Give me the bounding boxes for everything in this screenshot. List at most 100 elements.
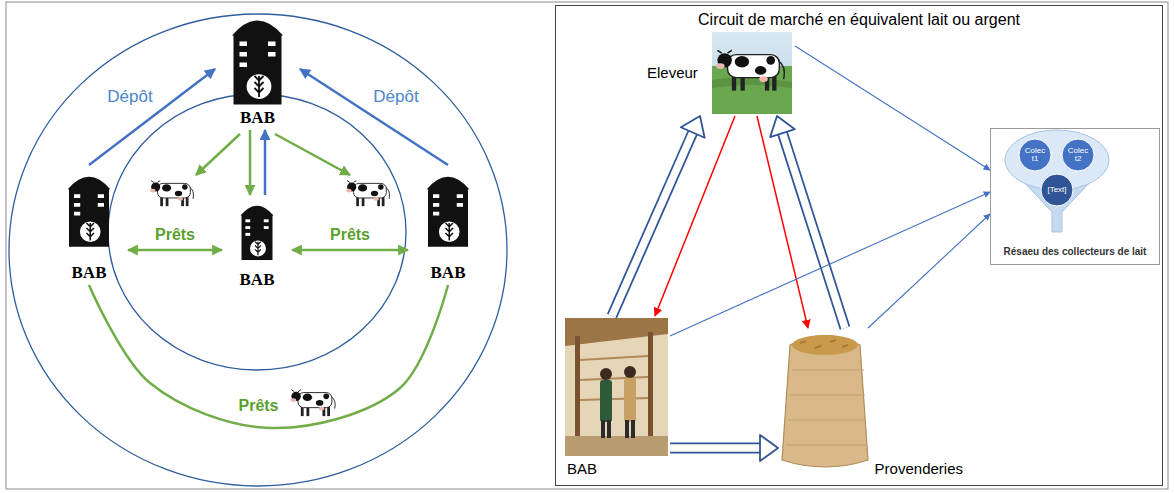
node-text: BAB (567, 460, 597, 478)
connector (265, 130, 266, 195)
hollow-arrow-fill (670, 444, 762, 452)
person (631, 420, 635, 438)
connector-line (655, 116, 735, 316)
collector-circle-shape (1041, 174, 1073, 206)
hollow-arrow-fill (612, 131, 693, 316)
connector (670, 192, 990, 336)
person (625, 420, 629, 438)
connector-line (128, 249, 222, 252)
edge-label: Prêts (152, 226, 198, 244)
person (600, 368, 612, 380)
connector (655, 116, 735, 316)
connector (868, 214, 990, 328)
connector (250, 130, 251, 195)
hollow-arrow-fill (782, 132, 845, 328)
node-text: BAB (222, 270, 292, 290)
loan-arrow (275, 134, 350, 175)
photo-background (565, 318, 668, 456)
node-text: [Text] (1045, 186, 1069, 194)
connector (89, 285, 448, 428)
silo-icon (232, 21, 283, 105)
silo-icon (241, 206, 274, 260)
connector-line (292, 249, 408, 252)
cow-icon (716, 50, 784, 90)
node-text: Provenderies (875, 460, 963, 478)
collector-circle-shape (1019, 139, 1051, 171)
bab-photo-node: BAB (563, 316, 670, 480)
bab-silo-node: BAB (50, 165, 128, 285)
connector (292, 250, 408, 251)
edge-label: Prêts (235, 397, 281, 415)
node-text: BAB (408, 263, 488, 283)
node-text: Colec t2 (1066, 147, 1090, 164)
hollow-arrow-head (770, 116, 795, 137)
photo-grass (712, 77, 792, 88)
person (624, 378, 636, 422)
collector-circle: [Text] (1040, 173, 1074, 207)
connector-line (757, 116, 808, 328)
figure-frame (6, 2, 1168, 489)
node-text: Colec t1 (1023, 147, 1047, 164)
connector-line (249, 130, 252, 195)
edge-label: Dépôt (104, 87, 155, 107)
connector (770, 116, 845, 328)
person (624, 366, 636, 378)
feed-mill-node: Provenderies (778, 328, 965, 480)
feed-grain (792, 335, 858, 355)
breeder-node: Eleveur (645, 30, 795, 116)
bab-silo-node: BAB (222, 195, 292, 292)
cow-icon (150, 181, 193, 207)
loan-arrow (196, 134, 240, 175)
outer-ring (9, 14, 507, 486)
barn-planks (580, 356, 648, 400)
person (600, 380, 612, 422)
bab-silo-node: BAB (408, 165, 488, 285)
breeder-photo (712, 32, 792, 114)
connector-line (868, 214, 990, 328)
sack-weave (786, 370, 867, 445)
connector (128, 250, 222, 251)
bab-silo-node: BAB (215, 8, 300, 130)
collector-circle-shape (1062, 139, 1094, 171)
node-text: Résaeu des collecteurs de lait (995, 246, 1155, 258)
person (607, 420, 611, 438)
edge-label: Dépôt (370, 87, 421, 107)
hollow-arrow-head (760, 435, 778, 461)
edge-label: Prêts (327, 226, 373, 244)
connector (612, 116, 705, 316)
connector-line (670, 192, 990, 336)
connector (670, 435, 778, 461)
connector-line (300, 69, 448, 165)
node-text: BAB (50, 263, 128, 283)
node-text: BAB (215, 108, 300, 128)
sack (782, 336, 868, 468)
cow-icon (346, 181, 389, 207)
collector-circle: Colec t2 (1061, 138, 1095, 172)
node-text: Eleveur (647, 64, 698, 82)
connector-line (795, 46, 990, 170)
hollow-arrow-outline (612, 131, 693, 316)
hollow-arrow-outline (670, 443, 762, 454)
photo-sky (712, 32, 792, 114)
node-text: Circuit de marché en équivalent lait ou … (556, 10, 1162, 29)
connector-line (89, 285, 448, 428)
collector-network-box: Résaeu des collecteurs de lait Colec t1 Co… (990, 128, 1160, 265)
connector-line (89, 69, 215, 165)
silo-icon (68, 177, 111, 247)
connector-line (264, 130, 267, 195)
silo-icon (427, 177, 470, 247)
barn-floor (565, 436, 668, 456)
connector (300, 69, 448, 165)
collector-circle: Colec t1 (1018, 138, 1052, 172)
connector (795, 46, 990, 170)
hollow-arrow-head (681, 116, 705, 138)
inner-ring (108, 94, 406, 370)
feed-sack-photo (782, 335, 868, 467)
hollow-arrow-outline (782, 132, 845, 328)
person (601, 420, 605, 438)
feed-grain (800, 340, 848, 348)
